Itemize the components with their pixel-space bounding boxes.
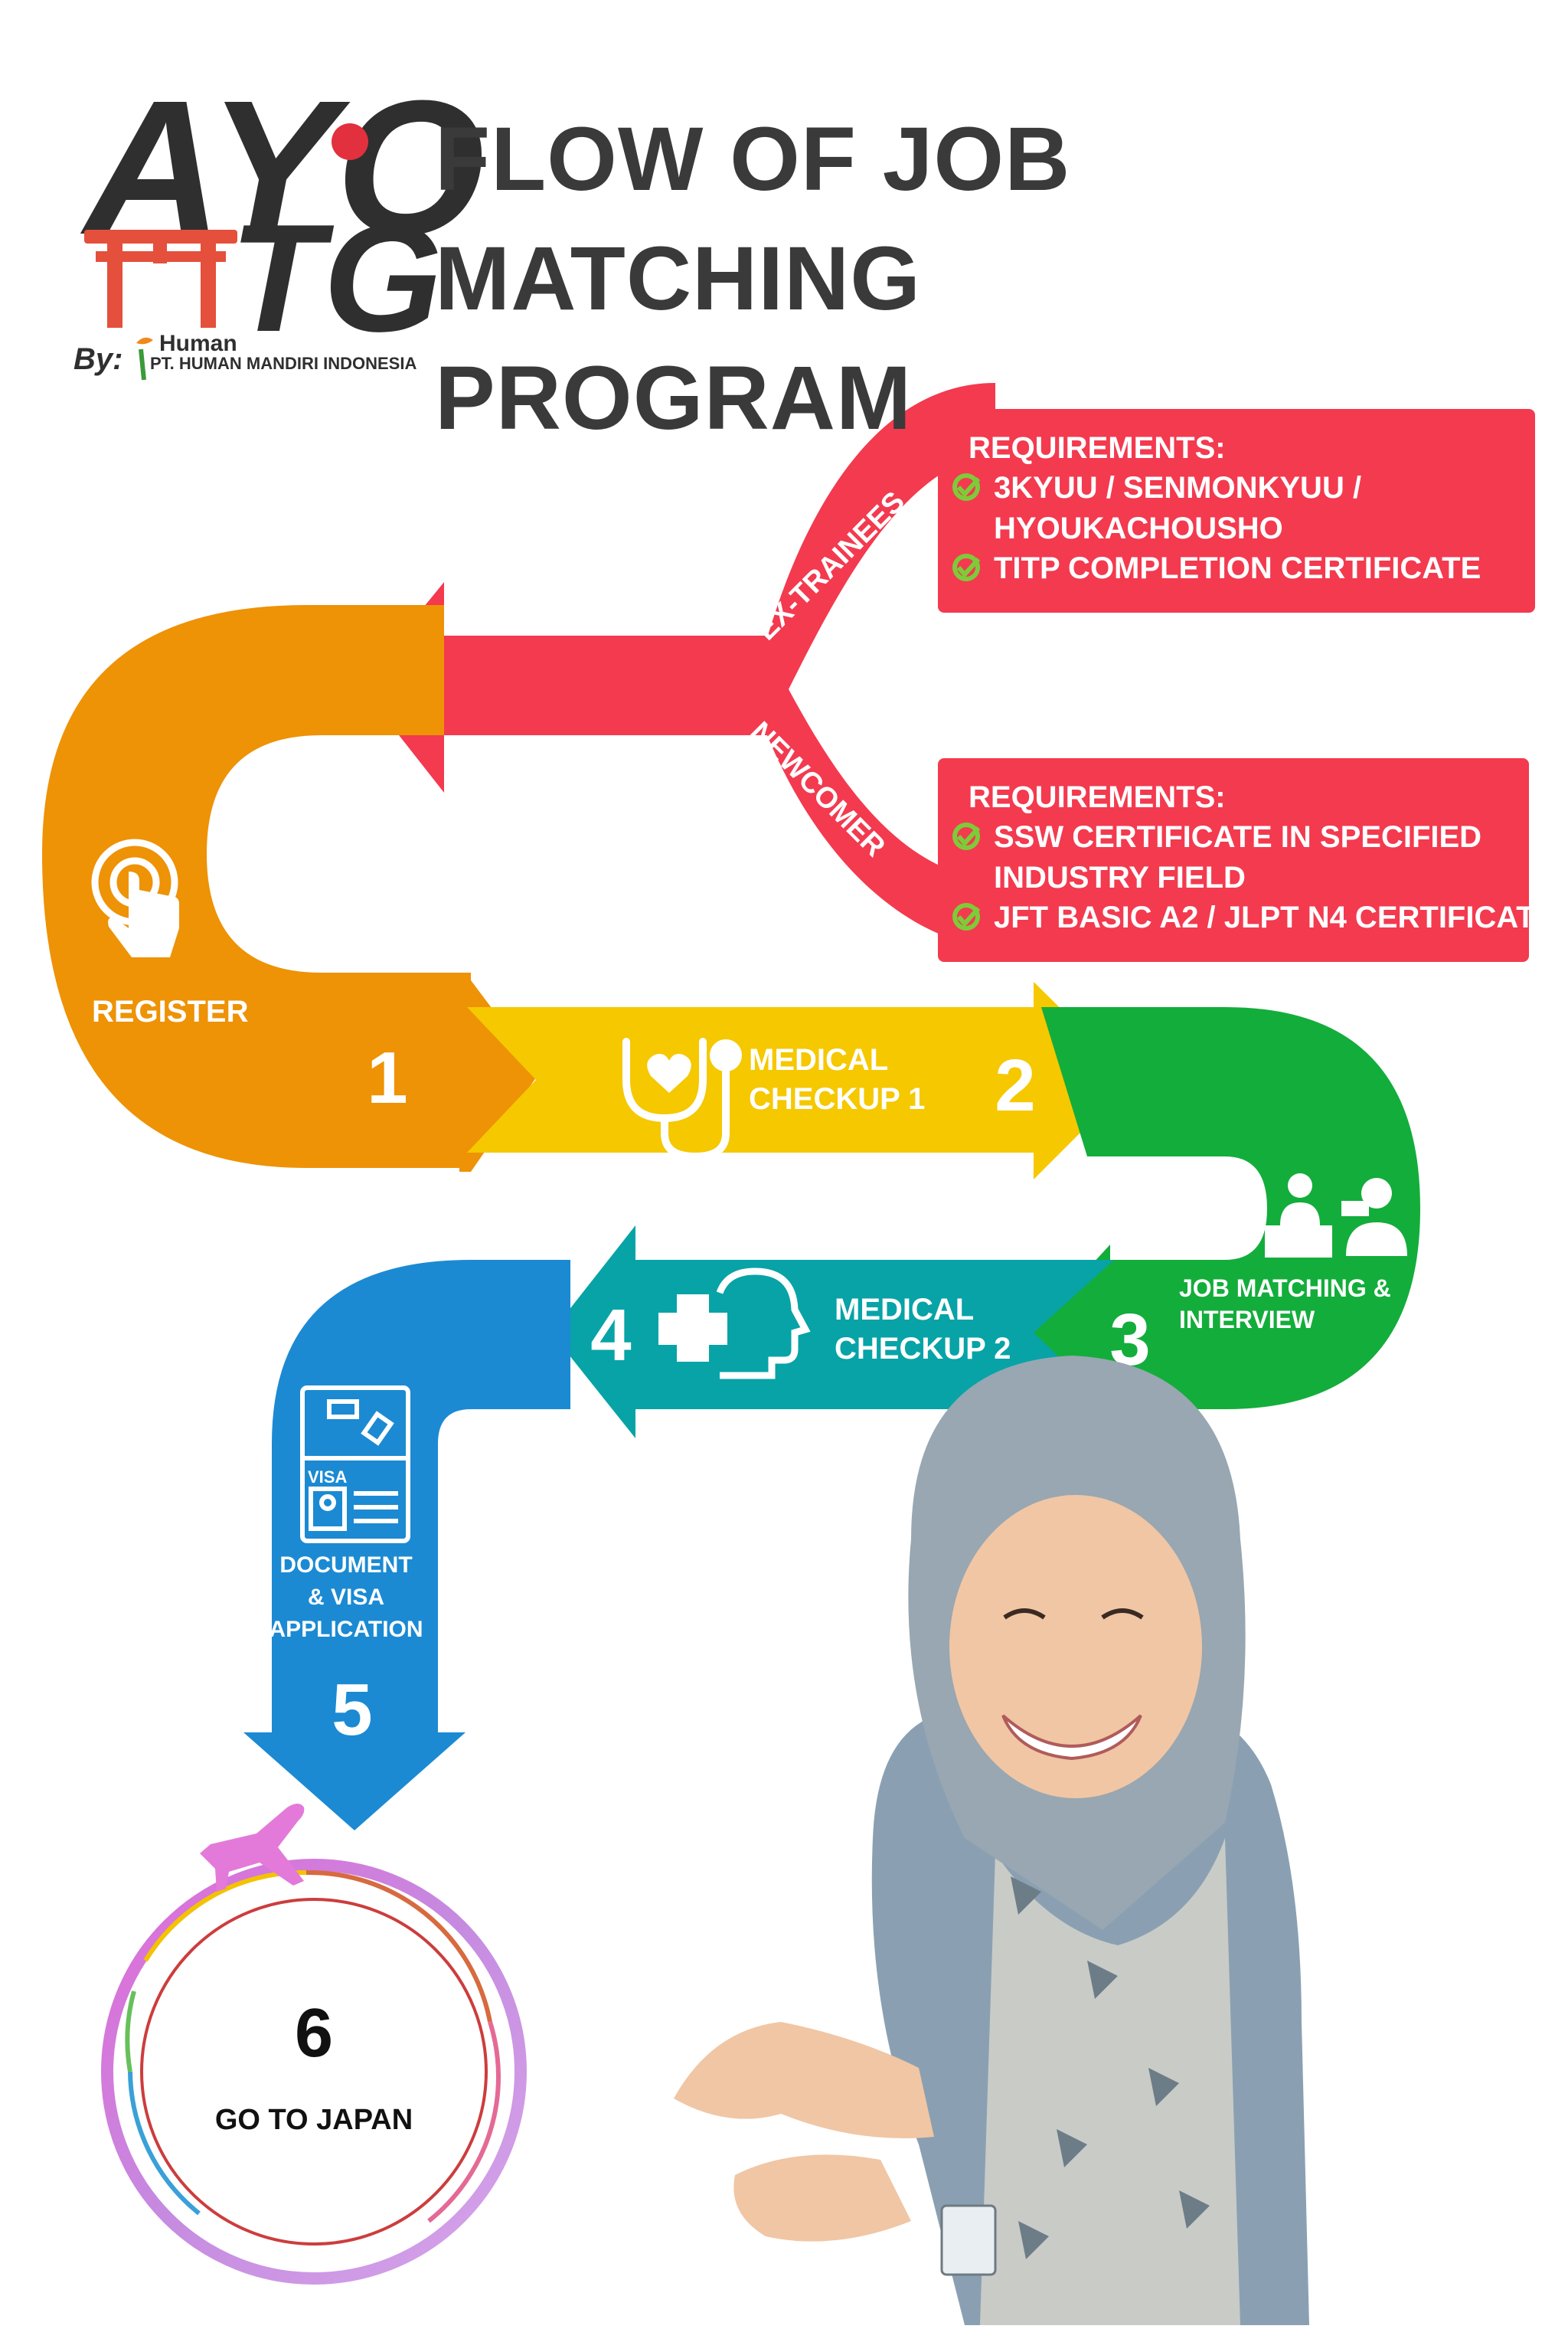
step-5-label-2: & VISA [308,1585,384,1610]
newcomer-requirements-box [938,758,1529,962]
step-3-label-1: JOB MATCHING & [1179,1274,1391,1302]
step-5-number: 5 [332,1669,372,1751]
head-outline-icon [716,1268,811,1379]
branch-arrow [360,383,1535,962]
step-1-band [42,605,471,1168]
logo-brand-text: Human [159,331,237,356]
page-title-line-1: FLOW OF JOB MATCHING [435,109,1071,329]
logo-company-text: PT. HUMAN MANDIRI INDONESIA [150,354,416,373]
ex-trainees-item-2: TITP COMPLETION CERTIFICATE [994,551,1481,585]
go-to-japan-circle [101,1859,527,2285]
heart-icon [647,1054,691,1093]
step-3-band [1041,1007,1420,1409]
torii-gate-icon [84,230,237,328]
ex-trainees-heading: REQUIREMENTS: [969,431,1226,465]
step-4-label-2: CHECKUP 2 [835,1332,1011,1366]
airplane-icon [200,1804,305,1892]
check-icon [952,554,981,581]
ex-trainees-requirements-box [938,409,1535,613]
step-6-label: GO TO JAPAN [215,2104,413,2136]
branch-arrowhead [360,582,773,793]
step-4-label-1: MEDICAL [835,1293,974,1326]
step-4-number: 4 [590,1294,631,1376]
newcomer-heading: REQUIREMENTS: [969,780,1226,814]
logo: AYO TG By: Human PT. HUMAN MANDIRI INDON… [74,61,485,381]
logo-by-text: By: [74,342,122,376]
ex-trainees-item-1b: HYOUKACHOUSHO [994,512,1283,545]
step-1-label: REGISTER [92,995,249,1029]
step-2-number: 2 [995,1045,1035,1127]
step-2-band [467,982,1133,1179]
logo-sun-icon [332,123,368,160]
newcomer-item-1: SSW CERTIFICATE IN SPECIFIED [994,820,1481,854]
step-5-label-3: APPLICATION [269,1617,423,1642]
step-2-label-2: CHECKUP 1 [749,1082,925,1116]
presenter-illustration [674,1356,1309,2325]
page-title: FLOW OF JOB MATCHING PROGRAM [435,100,1553,458]
medical-head-icon [658,1294,727,1362]
step-6-number: 6 [295,1995,333,2072]
stethoscope-icon [622,1038,742,1161]
interview-icon [1265,1173,1407,1258]
touch-hand-icon [108,872,179,957]
branch-fork-shape [766,383,995,950]
check-icon [952,903,981,931]
step-2-label-1: MEDICAL [749,1043,888,1077]
newcomer-item-1b: INDUSTRY FIELD [994,861,1246,895]
newcomer-label: NEWCOMER [744,716,891,863]
step-5-band [272,1260,570,1732]
step-5-arrowhead [243,1732,466,1830]
step-3-label-2: INTERVIEW [1179,1306,1315,1333]
visa-icon-text: VISA [308,1467,347,1487]
check-icon [952,473,981,501]
logo-tg-text: TG [230,193,443,364]
step-4-band [551,1225,1114,1438]
ex-trainees-item-1: 3KYUU / SENMONKYUU / [994,471,1361,505]
human-logo-icon [136,337,153,381]
page-title-line-2: PROGRAM [435,348,913,449]
step-1-number: 1 [367,1037,407,1119]
newcomer-item-2: JFT BASIC A2 / JLPT N4 CERTIFICATE [994,901,1555,934]
step-5-label-1: DOCUMENT [279,1552,412,1578]
check-icon [952,823,981,850]
step-1-arrowhead [459,973,540,1172]
visa-document-icon [300,1385,410,1543]
